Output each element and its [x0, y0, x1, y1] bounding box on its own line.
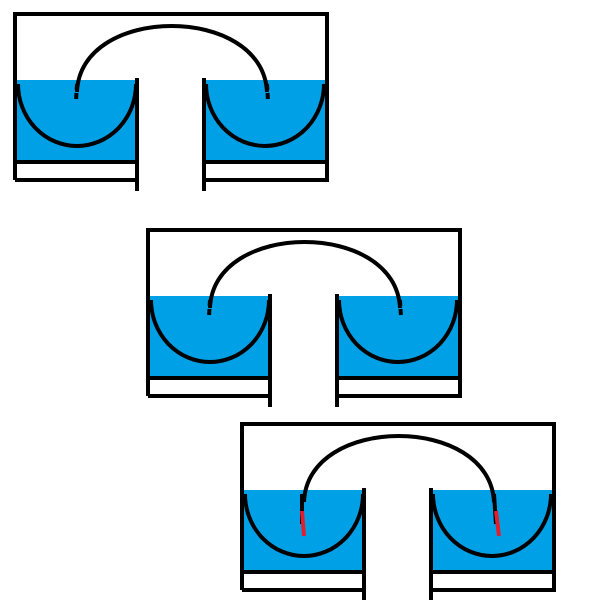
right-water: [204, 80, 325, 162]
siphon-tube: [208, 240, 402, 309]
outer-frame: [240, 422, 556, 592]
right-bowl: [337, 299, 459, 364]
right-bowl: [204, 83, 326, 148]
outer-frame: [13, 12, 329, 182]
right-tube-end: [265, 83, 270, 102]
left-bowl: [149, 299, 271, 364]
left-tube-end: [207, 299, 212, 318]
left-bowl: [243, 493, 365, 558]
siphon-tube: [75, 24, 269, 93]
siphon-tube: [302, 434, 496, 503]
panel-2: [146, 228, 462, 407]
outer-frame: [146, 228, 462, 398]
right-water: [337, 296, 458, 378]
right-tube-end: [398, 299, 403, 318]
right-water: [431, 490, 552, 572]
right-bowl: [431, 493, 553, 558]
panel-3: [240, 422, 556, 600]
left-water: [17, 80, 137, 162]
right-tube-end-highlight: [494, 510, 501, 537]
left-water: [150, 296, 270, 378]
left-tube-end: [74, 83, 79, 102]
left-bowl: [16, 83, 138, 148]
left-tube-end-highlight: [300, 510, 306, 537]
panel-1: [13, 12, 329, 191]
